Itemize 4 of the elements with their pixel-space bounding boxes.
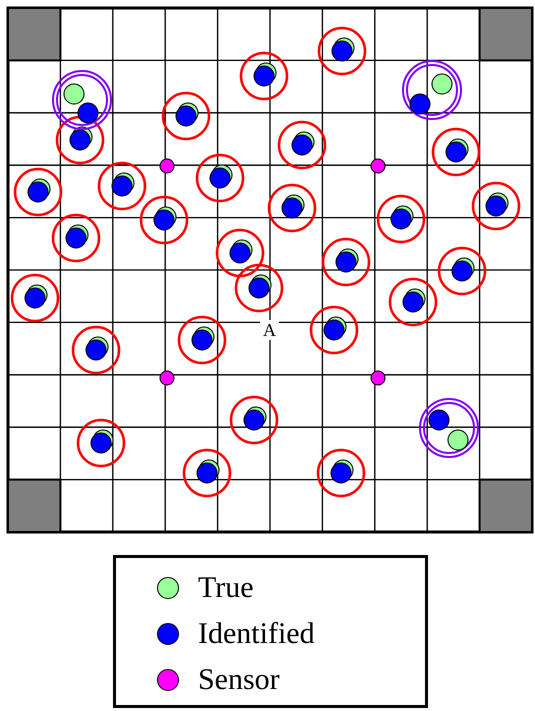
legend-label: True xyxy=(198,571,254,605)
point-label: A xyxy=(260,320,279,340)
legend-label: Sensor xyxy=(198,663,280,697)
legend-label: Identified xyxy=(198,617,315,651)
